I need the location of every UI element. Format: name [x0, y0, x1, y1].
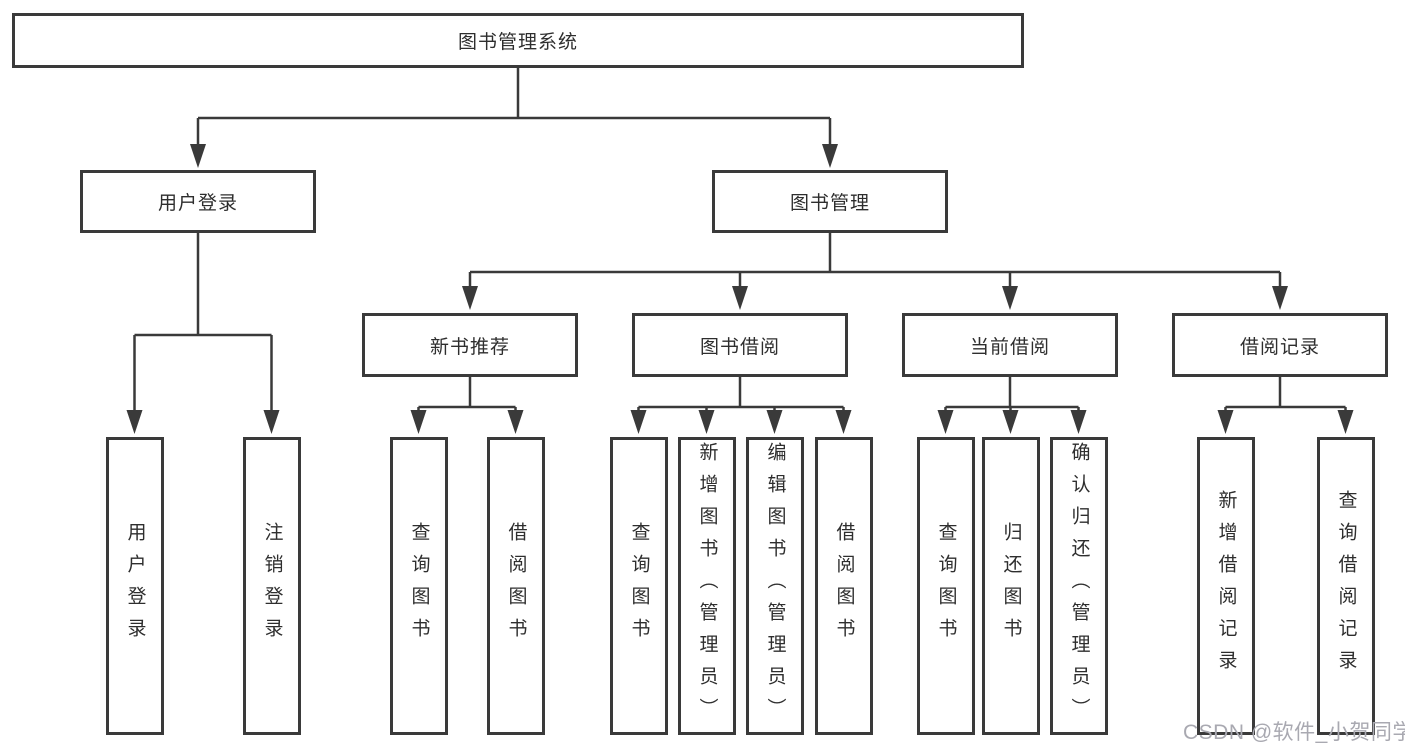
leaf-recommend-query-books: 查询图书 [390, 437, 448, 735]
leaf-edit-books-admin: 编辑图书（管理员） [746, 437, 804, 735]
node-new-book-recommend-label: 新书推荐 [429, 336, 510, 358]
node-book-management-label: 图书管理 [789, 193, 870, 214]
leaf-user-login: 用户登录 [106, 437, 164, 735]
leaf-add-borrow-record: 新增借阅记录 [1197, 437, 1255, 735]
leaf-query-borrow-record: 查询借阅记录 [1317, 437, 1375, 735]
node-book-borrow: 图书借阅 [632, 313, 848, 377]
node-book-management: 图书管理 [712, 170, 948, 233]
leaf-return-books: 归还图书 [982, 437, 1040, 735]
node-new-book-recommend: 新书推荐 [362, 313, 578, 377]
leaf-borrow-query-books-label: 查询图书 [628, 522, 650, 650]
leaf-query-borrow-record-label: 查询借阅记录 [1335, 490, 1357, 682]
leaf-borrow-books: 借阅图书 [815, 437, 873, 735]
node-user-login-label: 用户登录 [157, 193, 238, 214]
node-borrow-records-label: 借阅记录 [1239, 336, 1320, 358]
leaf-recommend-query-books-label: 查询图书 [408, 522, 430, 650]
leaf-logout: 注销登录 [243, 437, 301, 735]
leaf-confirm-return-admin: 确认归还（管理员） [1050, 437, 1108, 735]
leaf-recommend-borrow-books-label: 借阅图书 [505, 522, 527, 650]
leaf-add-books-admin-label: 新增图书（管理员） [696, 442, 718, 730]
leaf-borrow-query-books: 查询图书 [610, 437, 668, 735]
node-current-borrow: 当前借阅 [902, 313, 1118, 377]
node-library-system-label: 图书管理系统 [457, 32, 578, 53]
leaf-add-borrow-record-label: 新增借阅记录 [1215, 490, 1237, 682]
arrow-down-icons [126, 144, 1354, 434]
leaf-current-query-books-label: 查询图书 [935, 522, 957, 650]
leaf-edit-books-admin-label: 编辑图书（管理员） [764, 442, 786, 730]
leaf-logout-label: 注销登录 [261, 522, 283, 650]
leaf-recommend-borrow-books: 借阅图书 [487, 437, 545, 735]
node-current-borrow-label: 当前借阅 [969, 336, 1050, 358]
leaf-return-books-label: 归还图书 [1000, 522, 1022, 650]
leaf-borrow-books-label: 借阅图书 [833, 522, 855, 650]
node-borrow-records: 借阅记录 [1172, 313, 1388, 377]
leaf-current-query-books: 查询图书 [917, 437, 975, 735]
node-library-system: 图书管理系统 [12, 13, 1024, 68]
node-book-borrow-label: 图书借阅 [699, 336, 780, 358]
leaf-confirm-return-admin-label: 确认归还（管理员） [1068, 442, 1090, 730]
leaf-user-login-label: 用户登录 [124, 522, 146, 650]
leaf-add-books-admin: 新增图书（管理员） [678, 437, 736, 735]
watermark: CSDN @软件_小贺同学 [1183, 721, 1405, 744]
node-user-login: 用户登录 [80, 170, 316, 233]
